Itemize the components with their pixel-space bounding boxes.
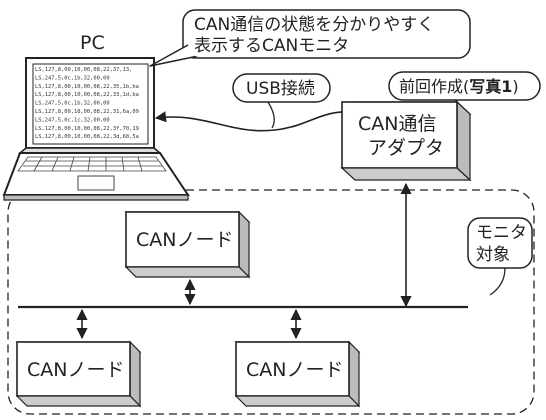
usb-label: USB接続 [246, 79, 315, 99]
can-adapter-box: CAN通信 アダプタ [340, 100, 472, 182]
node-right-label: CANノード [246, 359, 343, 381]
usb-cable [154, 105, 354, 132]
keyboard-keys [17, 156, 167, 172]
can-node-top: CANノード [124, 210, 251, 279]
screen-log-line: LS,247,5,0c,1b,32,00,00 [35, 101, 110, 107]
pc-label: PC [80, 32, 105, 54]
node-top-label: CANノード [136, 229, 233, 251]
touchpad [77, 175, 115, 191]
laptop [2, 57, 190, 201]
screen-log-line: LS,247,5,0c,1c,32,00,00 [35, 117, 110, 123]
previous-work-prefix: 前回作成( [399, 77, 469, 96]
target-callout: モニタ 対象 [467, 217, 533, 296]
node-left-label: CANノード [27, 359, 124, 381]
screen-log: LS,127,8,00,10,00,08,22,37,13, LS,247,5,0… [35, 67, 139, 140]
can-node-right: CANノード [234, 340, 361, 408]
screen-log-line: LS,127,8,00,10,00,08,22,31,6a,09 [35, 109, 139, 115]
screen-log-line: LS,127,8,00,10,00,08,22,33,1d,ba [35, 92, 139, 98]
monitor-callout-line1: CAN通信の状態を分かりやすく [194, 15, 434, 35]
adapter-label-line1: CAN通信 [358, 113, 436, 135]
usb-callout: USB接続 [232, 73, 331, 129]
target-label-line1: モニタ [476, 223, 527, 243]
adapter-label-line2: アダプタ [368, 137, 444, 159]
previous-work-callout: 前回作成(写真1) [388, 71, 541, 127]
previous-work-suffix: ) [512, 77, 518, 96]
screen-log-line: LS,127,8,00,10,00,08,22,37,13, [35, 67, 132, 73]
screen-log-line: LS,247,5,0c,1b,32,00,00 [35, 75, 110, 81]
screen-log-line: LS,127,8,00,10,00,08,22,35,1b,ba [35, 84, 139, 90]
screen-log-line: LS,127,8,00,10,00,08,22,3d,68,5a [35, 134, 139, 140]
target-label-line2: 対象 [476, 245, 510, 265]
monitor-target-area [7, 189, 535, 415]
svg-text:前回作成(写真1): 前回作成(写真1) [399, 77, 519, 96]
previous-work-photo-ref: 写真1 [469, 77, 512, 96]
can-node-left: CANノード [15, 340, 142, 408]
monitor-callout-line2: 表示するCANモニタ [194, 36, 349, 56]
screen-log-line: LS,127,8,00,10,00,08,22,3f,70,19 [35, 126, 139, 132]
monitor-callout: CAN通信の状態を分かりやすく 表示するCANモニタ [149, 9, 471, 67]
